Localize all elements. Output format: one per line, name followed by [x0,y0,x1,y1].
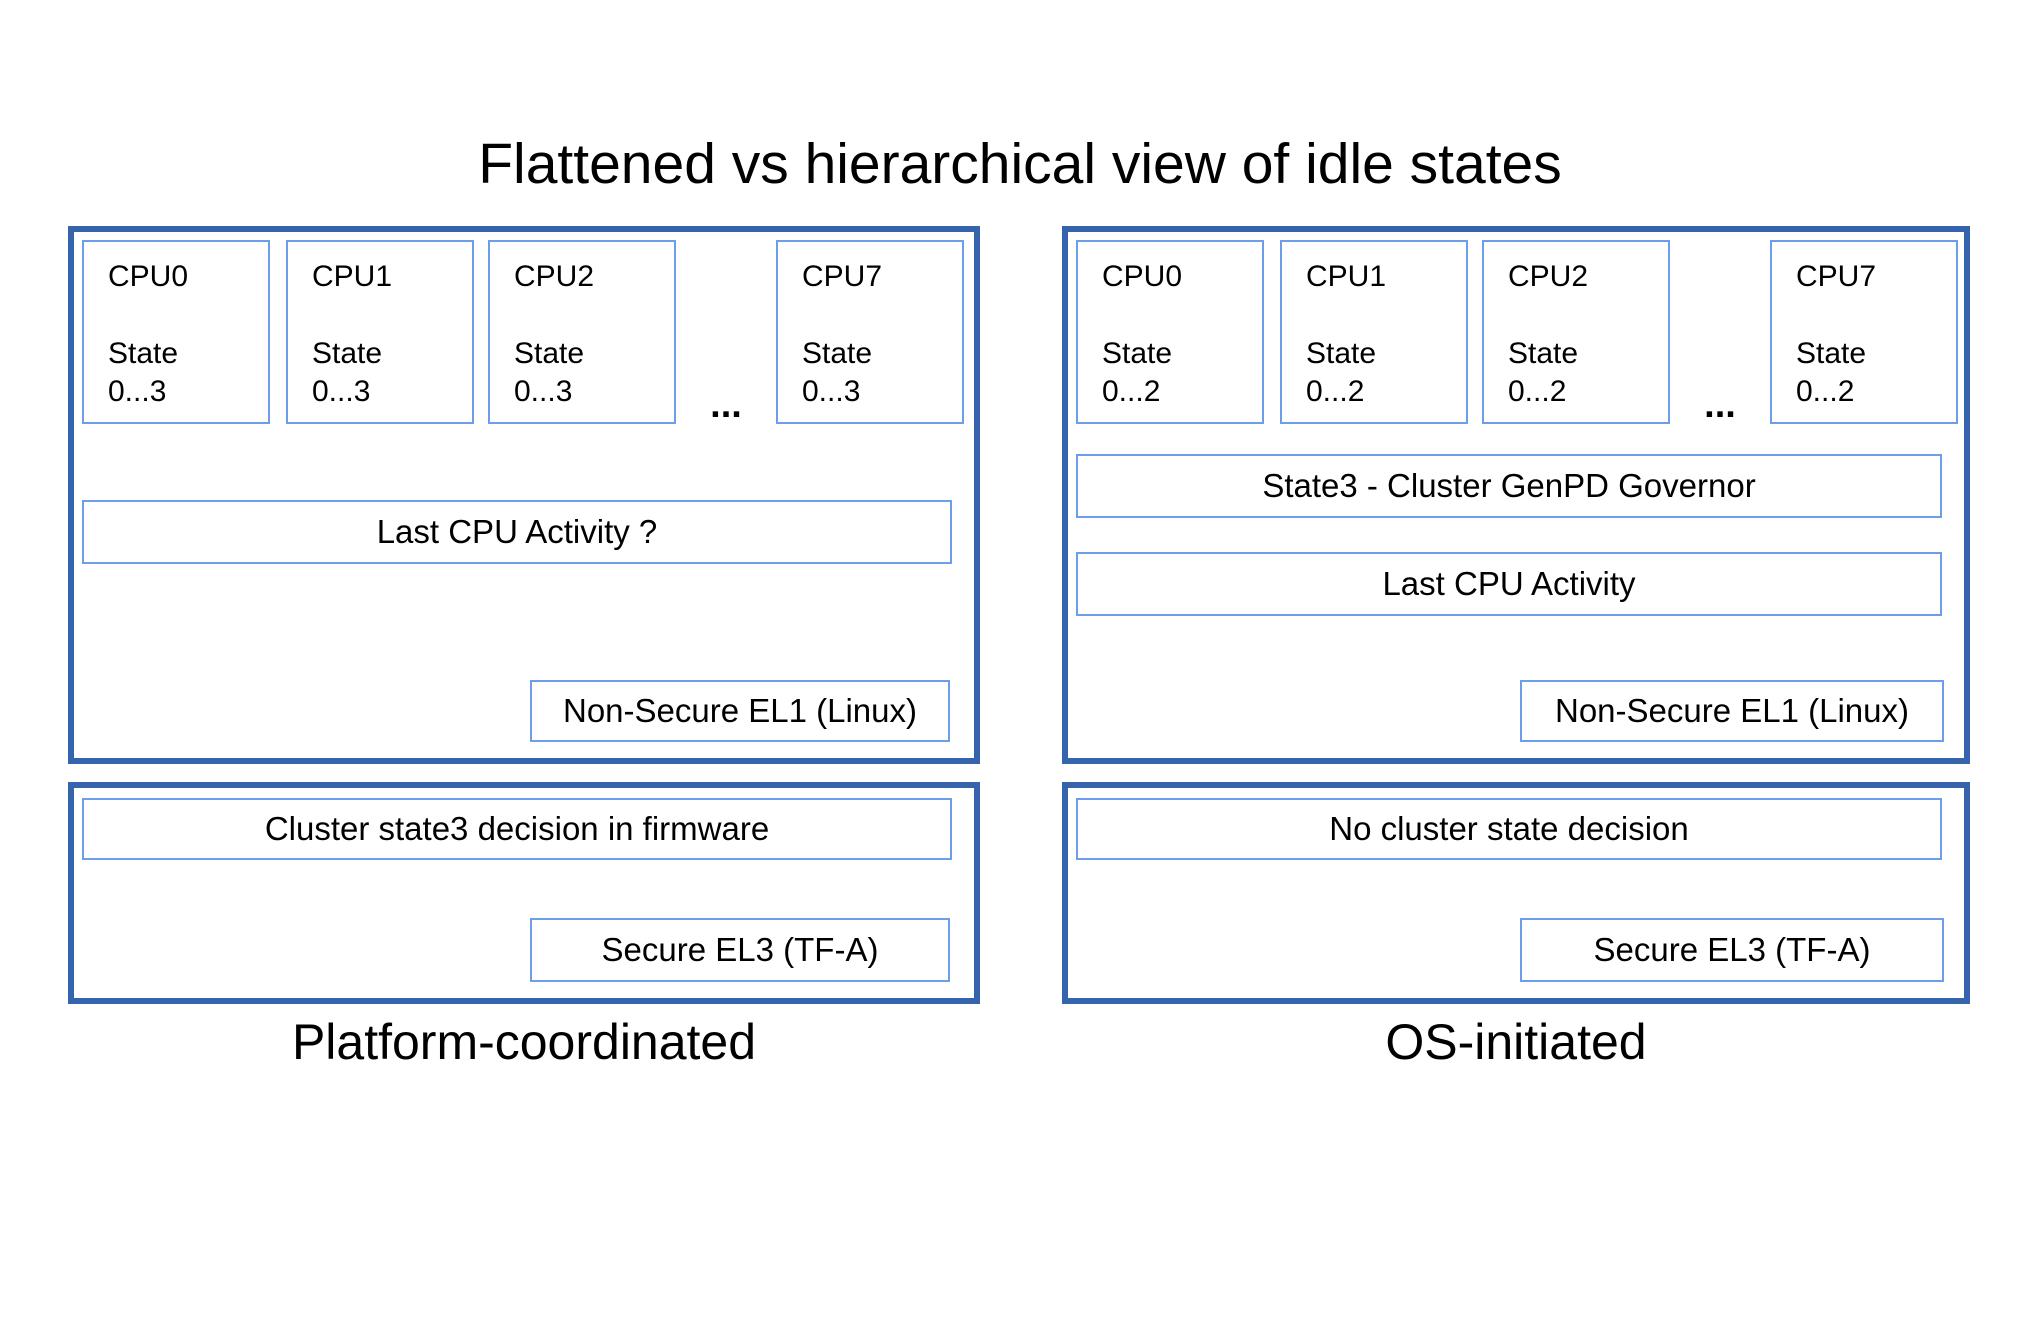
left-secure-el3-label-box: Secure EL3 (TF-A) [530,918,950,982]
slide-title: Flattened vs hierarchical view of idle s… [478,132,1562,196]
right-secure-el3-label-box: Secure EL3 (TF-A) [1520,918,1944,982]
left-caption: Platform-coordinated [291,1014,757,1070]
left-nonsecure-el1-label-box: Non-Secure EL1 (Linux) [530,680,950,742]
left-secure-el3-panel: Cluster state3 decision in firmware Secu… [68,782,980,1004]
cpu-label: CPU0 [1102,260,1183,293]
left-cluster-decision-box: Cluster state3 decision in firmware [82,798,952,860]
cpu-label: CPU1 [312,260,393,293]
right-last-cpu-activity-box: Last CPU Activity [1076,552,1942,616]
left-cpu-ellipsis: ... [710,384,742,426]
cpu-label: CPU1 [1306,260,1387,293]
cpu-label: CPU7 [802,260,883,293]
cpu-label: CPU2 [514,260,595,293]
right-caption: OS-initiated [1385,1014,1647,1070]
cpu-label: CPU2 [1508,260,1589,293]
right-cpu-ellipsis: ... [1704,384,1736,426]
cpu-label: CPU7 [1796,260,1877,293]
right-secure-el3-panel: No cluster state decision Secure EL3 (TF… [1062,782,1970,1004]
cpu-label: CPU0 [108,260,189,293]
right-genpd-governor-box: State3 - Cluster GenPD Governor [1076,454,1942,518]
right-nonsecure-el1-label-box: Non-Secure EL1 (Linux) [1520,680,1944,742]
right-no-cluster-decision-box: No cluster state decision [1076,798,1942,860]
left-last-cpu-activity-box: Last CPU Activity ? [82,500,952,564]
